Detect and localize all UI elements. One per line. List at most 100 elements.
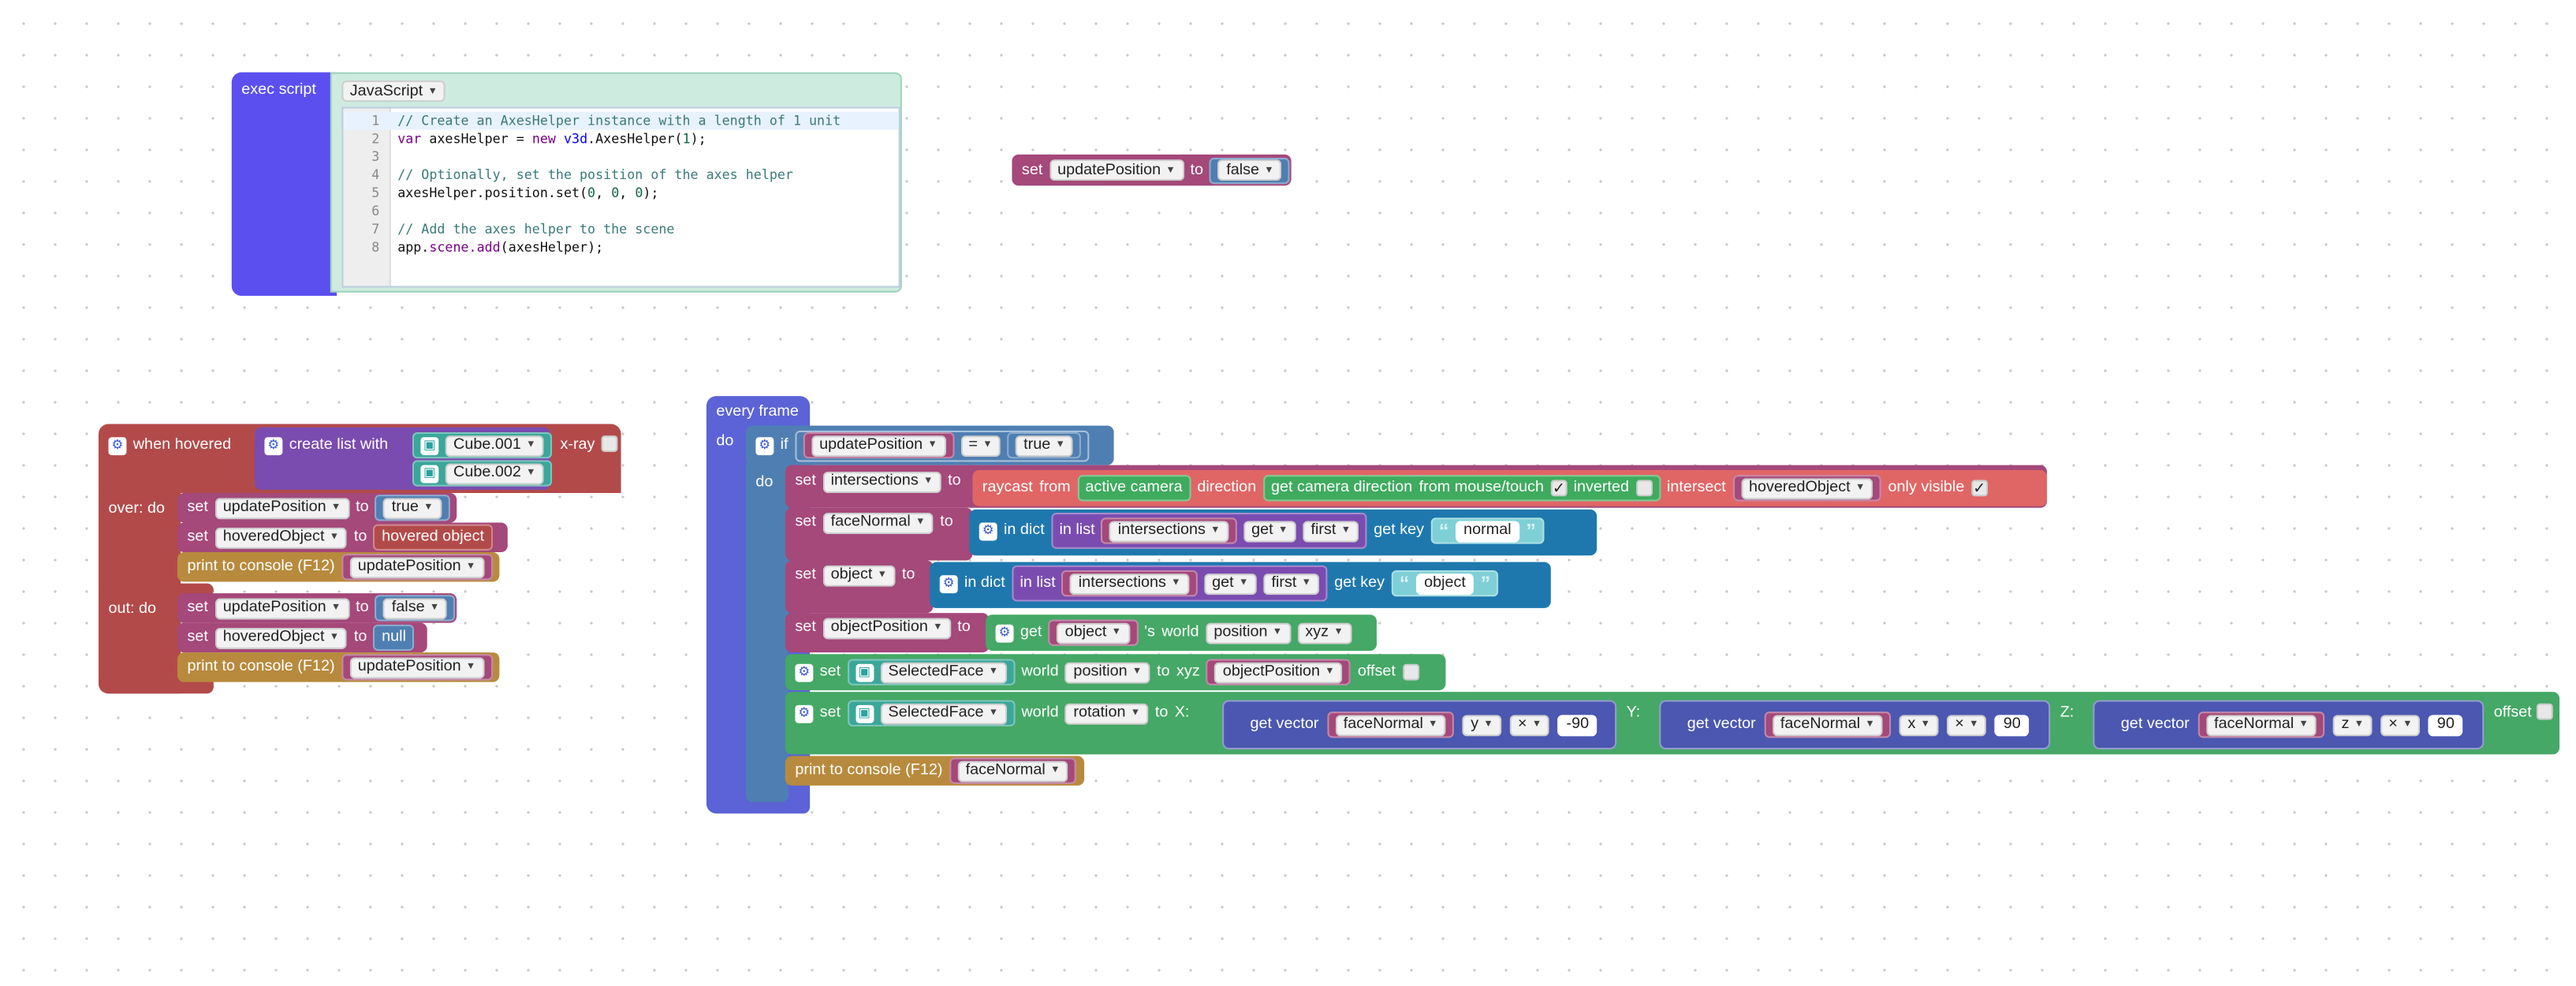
if-block[interactable]: ⚙ if updatePosition▼ =▼ true▼ xyxy=(745,425,1114,465)
object-block-selected-face[interactable]: ▣SelectedFace▼ xyxy=(847,659,1016,685)
variable-dropdown[interactable]: object▼ xyxy=(822,564,896,586)
mouse-touch-checkbox[interactable]: ✓ xyxy=(1550,480,1568,497)
variable-dropdown[interactable]: faceNormal▼ xyxy=(2205,714,2317,736)
variable-get-block[interactable]: updatePosition▼ xyxy=(341,654,493,681)
code-editor[interactable]: 1// Create an AxesHelper instance with a… xyxy=(341,106,900,288)
component-dropdown[interactable]: xyz▼ xyxy=(1296,622,1352,644)
gear-icon[interactable]: ⚙ xyxy=(108,436,127,455)
text-field[interactable]: object xyxy=(1415,573,1474,595)
axis-dropdown[interactable]: z▼ xyxy=(2333,714,2373,736)
xray-checkbox[interactable] xyxy=(601,435,618,452)
variable-get-block[interactable]: hoveredObject▼ xyxy=(1732,475,1882,502)
get-object-property-block[interactable]: ⚙ get object▼ 's world position▼ xyz▼ xyxy=(986,614,1377,652)
operator-dropdown[interactable]: =▼ xyxy=(960,435,1001,457)
property-dropdown[interactable]: position▼ xyxy=(1205,622,1291,644)
boolean-value-block[interactable]: false▼ xyxy=(375,595,457,622)
variable-dropdown[interactable]: updatePosition▼ xyxy=(214,497,349,519)
text-block[interactable]: “object” xyxy=(1391,570,1499,597)
variable-dropdown[interactable]: updatePosition▼ xyxy=(349,556,484,578)
variable-dropdown[interactable]: updatePosition▼ xyxy=(811,435,946,457)
hovered-object-block[interactable]: hovered object xyxy=(373,524,493,551)
boolean-value-block[interactable]: false▼ xyxy=(1210,156,1291,184)
gear-icon[interactable]: ⚙ xyxy=(795,704,814,723)
gear-icon[interactable]: ⚙ xyxy=(939,574,958,593)
variable-get-block[interactable]: faceNormal▼ xyxy=(1326,711,1455,738)
object-dropdown[interactable]: Cube.001▼ xyxy=(445,435,544,457)
variable-dropdown[interactable]: intersections▼ xyxy=(1070,573,1189,595)
variable-dropdown[interactable]: hoveredObject▼ xyxy=(214,526,348,548)
number-field[interactable]: -90 xyxy=(1558,714,1597,736)
variable-get-block[interactable]: updatePosition▼ xyxy=(341,554,493,581)
property-dropdown[interactable]: rotation▼ xyxy=(1065,702,1149,724)
variable-dropdown[interactable]: object▼ xyxy=(1057,622,1130,644)
variable-dropdown[interactable]: faceNormal▼ xyxy=(822,512,934,534)
variable-dropdown[interactable]: objectPosition▼ xyxy=(822,617,951,639)
variable-dropdown[interactable]: hoveredObject▼ xyxy=(1740,477,1873,499)
object-block-selected-face[interactable]: ▣SelectedFace▼ xyxy=(847,700,1016,726)
boolean-dropdown[interactable]: false▼ xyxy=(383,597,448,619)
create-list-block[interactable]: ⚙ create list with ▣Cube.001▼ ▣Cube.002▼ xyxy=(254,427,553,490)
set-object-position-block[interactable]: ⚙ set ▣SelectedFace▼ world position▼ to … xyxy=(785,654,1446,691)
operator-dropdown[interactable]: ×▼ xyxy=(1946,714,1987,736)
exec-script-block[interactable]: exec script xyxy=(231,72,337,297)
variable-get-block[interactable]: intersections▼ xyxy=(1061,570,1198,597)
mode-dropdown[interactable]: get▼ xyxy=(1203,573,1257,595)
print-console-block[interactable]: print to console (F12)updatePosition▼ xyxy=(177,552,500,582)
offset-checkbox[interactable] xyxy=(1402,663,1419,681)
variable-get-block[interactable]: object▼ xyxy=(1048,619,1138,646)
variable-dropdown[interactable]: objectPosition▼ xyxy=(1214,661,1344,683)
number-field[interactable]: 90 xyxy=(2429,714,2463,736)
variable-get-block[interactable]: faceNormal▼ xyxy=(1764,711,1892,738)
variable-get-block[interactable]: intersections▼ xyxy=(1101,517,1237,544)
variable-dropdown[interactable]: updatePosition▼ xyxy=(1049,159,1184,181)
gear-icon[interactable]: ⚙ xyxy=(995,623,1014,642)
number-field[interactable]: 90 xyxy=(1995,714,2030,736)
print-console-block[interactable]: print to console (F12)updatePosition▼ xyxy=(177,652,500,682)
property-dropdown[interactable]: position▼ xyxy=(1065,661,1150,683)
set-update-position-block[interactable]: set updatePosition▼ to false▼ xyxy=(1012,154,1292,186)
variable-get-block[interactable]: faceNormal▼ xyxy=(949,757,1077,784)
text-field[interactable]: normal xyxy=(1455,520,1520,542)
inverted-checkbox[interactable] xyxy=(1635,480,1653,497)
variable-dropdown[interactable]: updatePosition▼ xyxy=(214,597,349,619)
gear-icon[interactable]: ⚙ xyxy=(979,521,997,540)
variable-dropdown[interactable]: intersections▼ xyxy=(822,470,941,493)
get-vector-x-block[interactable]: get vector faceNormal▼ y▼ ×▼ -90 xyxy=(1222,700,1617,750)
gear-icon[interactable]: ⚙ xyxy=(264,436,283,455)
variable-dropdown[interactable]: updatePosition▼ xyxy=(349,656,484,678)
object-block-cube-001[interactable]: ▣Cube.001▼ xyxy=(412,431,553,459)
get-vector-z-block[interactable]: get vector faceNormal▼ z▼ ×▼ 90 xyxy=(2093,700,2485,750)
get-vector-y-block[interactable]: get vector faceNormal▼ x▼ ×▼ 90 xyxy=(1659,700,2051,750)
only-visible-checkbox[interactable]: ✓ xyxy=(1970,480,1988,497)
active-camera-block[interactable]: active camera xyxy=(1076,475,1191,502)
boolean-dropdown[interactable]: false▼ xyxy=(1217,159,1283,181)
text-block[interactable]: “normal” xyxy=(1430,517,1545,544)
object-dropdown[interactable]: SelectedFace▼ xyxy=(880,661,1007,683)
variable-dropdown[interactable]: faceNormal▼ xyxy=(1335,714,1447,736)
print-console-block[interactable]: print to console (F12)faceNormal▼ xyxy=(785,756,1085,786)
variable-get-block[interactable]: updatePosition▼ xyxy=(803,431,954,459)
compare-block[interactable]: updatePosition▼ =▼ true▼ xyxy=(794,429,1090,461)
gear-icon[interactable]: ⚙ xyxy=(755,436,774,455)
gear-icon[interactable]: ⚙ xyxy=(795,663,814,682)
mode-dropdown[interactable]: get▼ xyxy=(1243,520,1296,542)
variable-dropdown[interactable]: faceNormal▼ xyxy=(1772,714,1884,736)
position-dropdown[interactable]: first▼ xyxy=(1263,573,1320,595)
axis-dropdown[interactable]: x▼ xyxy=(1899,714,1939,736)
operator-dropdown[interactable]: ×▼ xyxy=(2380,714,2421,736)
object-block-cube-002[interactable]: ▣Cube.002▼ xyxy=(412,460,553,487)
object-dropdown[interactable]: Cube.002▼ xyxy=(445,462,544,484)
variable-get-block[interactable]: objectPosition▼ xyxy=(1206,659,1351,685)
boolean-value-block[interactable]: true▼ xyxy=(375,495,450,521)
operator-dropdown[interactable]: ×▼ xyxy=(1509,714,1550,736)
